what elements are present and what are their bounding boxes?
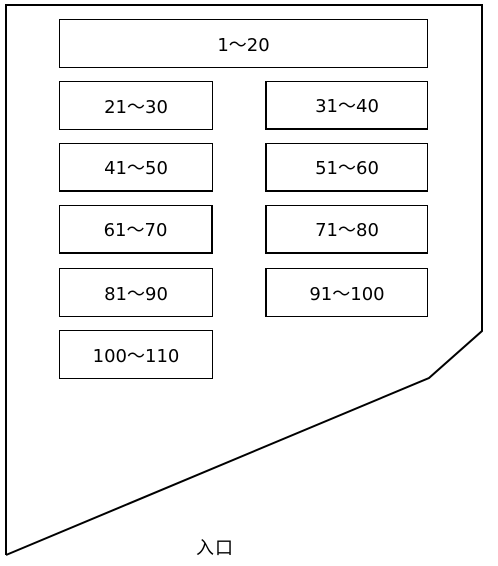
slot-label: 71～80 (315, 220, 379, 241)
slot-51-60: 51～60 (265, 143, 428, 192)
entrance-label: 入口 (196, 538, 234, 559)
slot-label: 21～30 (104, 96, 168, 118)
slot-label: 61～70 (103, 220, 168, 241)
slot-label: 100～110 (92, 345, 180, 367)
slot-41-50: 41～50 (59, 143, 213, 192)
slot-label: 51～60 (315, 158, 379, 179)
slot-61-70: 61～70 (59, 205, 213, 254)
slot-81-90: 81～90 (59, 268, 213, 317)
slot-91-100: 91～100 (265, 268, 428, 317)
slot-label: 1～20 (217, 34, 270, 56)
slot-label: 41～50 (104, 158, 168, 179)
slot-label: 81～90 (104, 283, 168, 305)
slot-1-20: 1～20 (59, 19, 428, 68)
slot-71-80: 71～80 (265, 205, 428, 254)
slot-21-30: 21～30 (59, 81, 213, 130)
slot-31-40: 31～40 (265, 81, 428, 130)
slot-label: 31～40 (315, 96, 379, 117)
slot-label: 91～100 (309, 283, 385, 305)
slot-100-110: 100～110 (59, 330, 213, 379)
